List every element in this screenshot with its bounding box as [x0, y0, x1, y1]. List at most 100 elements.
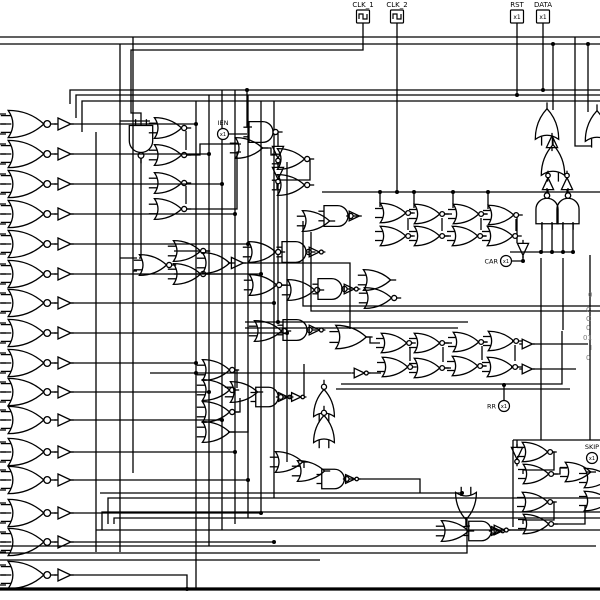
pin-label: RR	[487, 402, 497, 410]
nor-body	[8, 200, 44, 227]
pin-circle[interactable]	[216, 127, 230, 141]
nor-body	[277, 149, 304, 170]
buf-gate	[228, 257, 246, 268]
nor-body	[488, 331, 514, 351]
nor-body	[277, 175, 304, 196]
bubble	[440, 212, 445, 217]
nor-gate	[377, 357, 417, 377]
pin-circle[interactable]	[585, 451, 599, 465]
pin-circle[interactable]	[499, 254, 513, 268]
bubble	[479, 212, 484, 217]
pin-clk_2[interactable]: CLK_2	[386, 1, 408, 24]
nor-body	[8, 319, 44, 346]
nand-body	[318, 279, 342, 300]
bubble	[182, 152, 187, 157]
nor-gate	[1, 170, 57, 197]
nor-gate	[149, 173, 191, 194]
bubble	[406, 234, 411, 239]
input-stub	[0, 292, 6, 314]
wire	[355, 478, 421, 493]
wire	[310, 232, 600, 312]
input-stub	[0, 233, 6, 255]
bubble	[440, 234, 445, 239]
nor-body	[487, 226, 513, 246]
nor-gate	[482, 357, 522, 377]
junction-dot	[502, 383, 506, 387]
bubble	[548, 450, 553, 455]
junction-dot	[561, 250, 565, 254]
or-body	[584, 468, 600, 488]
nor-gate	[409, 204, 449, 224]
wire	[69, 89, 600, 104]
junction-dot	[378, 190, 382, 194]
bubble	[44, 330, 51, 337]
bubble	[167, 262, 172, 267]
nor-body	[8, 140, 44, 167]
bubble	[513, 365, 518, 370]
nor-body	[8, 378, 44, 405]
bubble	[44, 417, 51, 424]
bubble	[354, 287, 358, 291]
nor-body	[8, 466, 44, 493]
inv-gate	[351, 368, 370, 378]
or-body	[230, 382, 257, 403]
pin-box[interactable]	[535, 9, 551, 24]
junction-dot	[276, 320, 280, 324]
pin-circle[interactable]	[497, 399, 511, 413]
nor-gate	[1, 260, 57, 287]
nand-gate	[318, 206, 357, 227]
bubble	[44, 211, 51, 218]
buf-body	[58, 569, 71, 581]
nor-gate	[518, 514, 558, 534]
nor-gate	[517, 442, 557, 462]
input-stub	[0, 352, 6, 374]
buf-gate	[517, 240, 528, 258]
wire	[574, 37, 592, 147]
nor-body	[487, 357, 513, 377]
nand-body	[256, 387, 279, 407]
or-gate	[579, 468, 600, 488]
nor-body	[8, 438, 44, 465]
nor-body	[452, 226, 478, 246]
nor-body	[8, 260, 44, 287]
nor-gate	[409, 333, 449, 353]
nor-gate	[1, 349, 57, 376]
nor-body	[414, 226, 440, 246]
bubble	[549, 472, 554, 477]
nor-gate	[482, 226, 522, 246]
nor-body	[202, 360, 229, 381]
bubble	[44, 181, 51, 188]
bubble	[276, 179, 280, 183]
pin-box[interactable]	[509, 9, 525, 24]
wire	[101, 511, 600, 530]
nor-body	[154, 118, 181, 139]
pin-clk_1[interactable]: CLK_1	[352, 1, 374, 24]
junction-dot	[586, 42, 590, 46]
nor-gate	[272, 149, 314, 170]
inv-body	[344, 284, 354, 294]
input-stub	[0, 143, 6, 165]
or-body	[584, 491, 600, 511]
bubble	[44, 510, 51, 517]
nor-gate	[1, 200, 57, 227]
inv-gate	[341, 284, 360, 294]
buf-body	[58, 327, 71, 339]
nor-gate	[375, 226, 415, 246]
bubble	[315, 287, 320, 292]
wire	[243, 262, 351, 329]
nor-gate	[448, 204, 488, 224]
nor-gate	[409, 226, 449, 246]
bubble	[321, 384, 326, 389]
input-stub	[0, 409, 6, 431]
nor-gate	[1, 466, 57, 493]
junction-dot	[451, 190, 455, 194]
bubble	[182, 125, 187, 130]
nor-body	[314, 415, 335, 442]
inv-body	[292, 393, 301, 402]
